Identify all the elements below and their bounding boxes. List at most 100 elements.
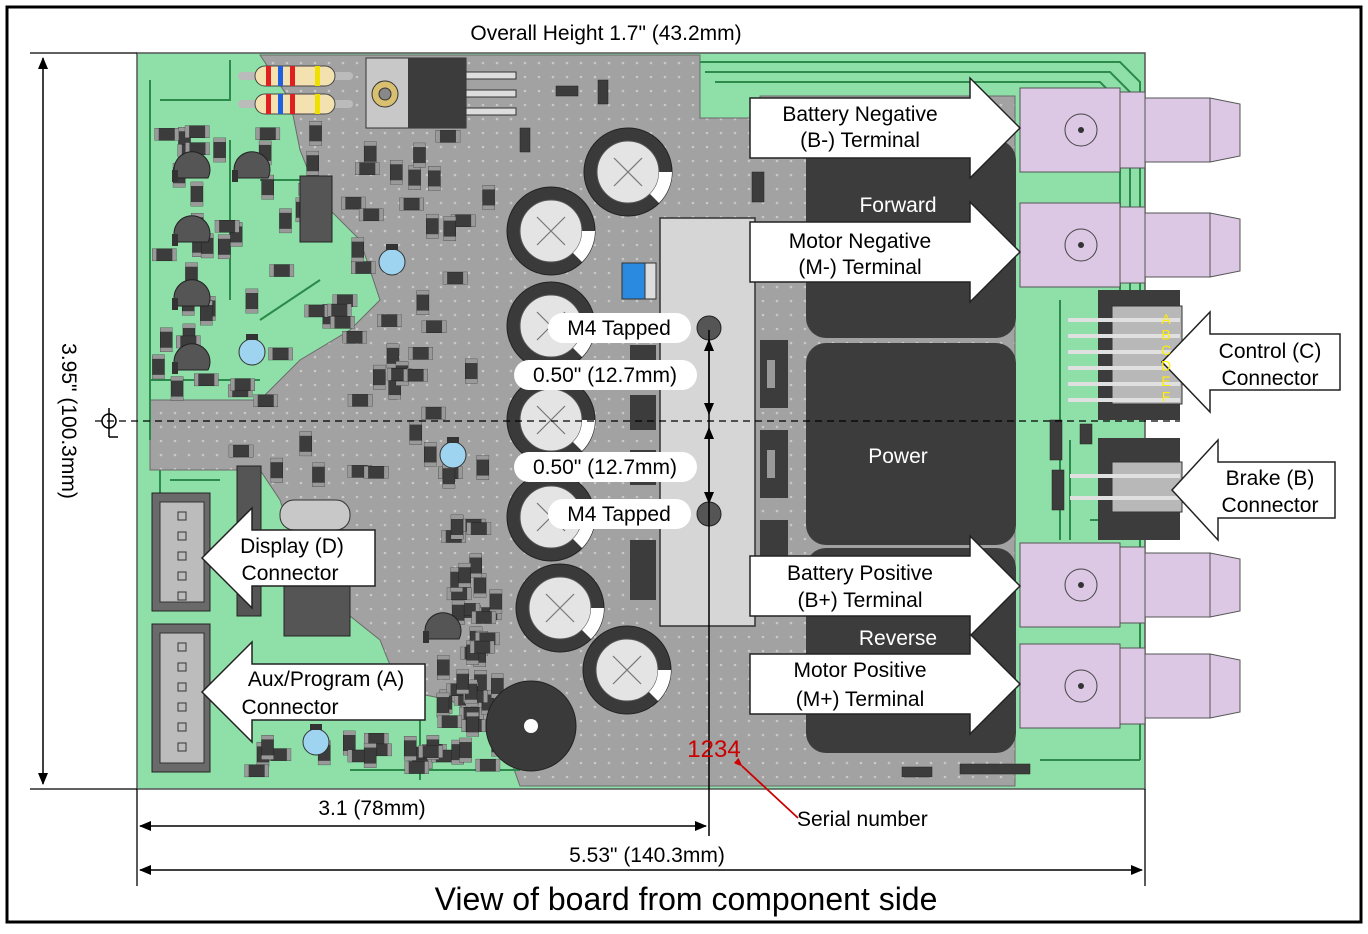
smd-part bbox=[519, 127, 531, 153]
capacitor bbox=[506, 186, 596, 276]
heatsink-bar bbox=[659, 217, 756, 627]
terminal-lug bbox=[1019, 202, 1241, 288]
smd-part bbox=[421, 406, 446, 420]
capacitor bbox=[583, 127, 673, 217]
smd-part bbox=[423, 442, 437, 467]
smd-part bbox=[377, 314, 402, 327]
serial-leader bbox=[733, 757, 799, 819]
svg-text:Brake (B): Brake (B) bbox=[1226, 467, 1315, 490]
smd-part bbox=[347, 394, 373, 407]
power-terminals bbox=[1019, 87, 1241, 729]
svg-text:(B+) Terminal: (B+) Terminal bbox=[797, 589, 922, 612]
m4-label-lower: M4 Tapped bbox=[548, 499, 691, 529]
transistor bbox=[232, 151, 271, 182]
centerline-symbol bbox=[101, 408, 118, 438]
svg-text:0.50" (12.7mm): 0.50" (12.7mm) bbox=[533, 456, 677, 479]
smd-part bbox=[408, 347, 433, 360]
smd-part bbox=[245, 288, 259, 314]
svg-text:Motor Negative: Motor Negative bbox=[789, 230, 931, 253]
brake-connector-arrow: Brake (B) Connector bbox=[1170, 438, 1336, 542]
smd-part bbox=[363, 743, 377, 768]
transistor bbox=[172, 279, 211, 310]
smd-part bbox=[299, 431, 312, 457]
smd-part bbox=[456, 669, 469, 695]
smd-part bbox=[351, 261, 376, 274]
hole-spacing-label-upper: 0.50" (12.7mm) bbox=[514, 360, 697, 390]
control-pin-letter: A bbox=[1161, 311, 1171, 327]
smd-part bbox=[482, 185, 495, 210]
smd-part bbox=[1049, 419, 1063, 461]
ceramic-capacitors bbox=[238, 244, 657, 756]
smd-part bbox=[475, 758, 501, 772]
smd-part bbox=[476, 455, 490, 480]
smd-part bbox=[404, 761, 429, 774]
smd-part bbox=[413, 142, 426, 168]
serial-number-value: 1234 bbox=[687, 736, 740, 763]
smd-part bbox=[358, 208, 384, 222]
smd-part bbox=[217, 234, 231, 260]
smd-part bbox=[459, 737, 472, 763]
smd-part bbox=[341, 196, 366, 210]
smd-part bbox=[443, 216, 457, 241]
smd-part bbox=[194, 373, 219, 387]
control-pin-letter: D bbox=[1161, 358, 1171, 374]
svg-text:(M+) Terminal: (M+) Terminal bbox=[796, 688, 925, 711]
capacitor bbox=[506, 375, 596, 465]
smd-part bbox=[154, 128, 180, 141]
transistor bbox=[172, 343, 211, 374]
smd-part bbox=[437, 715, 462, 728]
capacitor bbox=[582, 625, 672, 715]
smd-part bbox=[437, 655, 450, 680]
smd-part bbox=[597, 79, 609, 105]
regulator bbox=[365, 57, 517, 129]
smd-part bbox=[330, 316, 355, 329]
smd-part bbox=[428, 166, 441, 191]
overall-width-label: 5.53" (140.3mm) bbox=[569, 844, 725, 867]
svg-text:Connector: Connector bbox=[1222, 367, 1319, 390]
svg-text:Control (C): Control (C) bbox=[1219, 340, 1322, 363]
svg-text:0.50" (12.7mm): 0.50" (12.7mm) bbox=[533, 364, 677, 387]
smd-part bbox=[327, 303, 352, 317]
smd-part bbox=[409, 420, 423, 445]
smd-part bbox=[418, 745, 443, 758]
view-title: View of board from component side bbox=[435, 881, 938, 917]
smd-part bbox=[421, 320, 447, 333]
smd-part bbox=[1051, 469, 1065, 511]
smd-part bbox=[363, 466, 389, 479]
serial-number-caption: Serial number bbox=[797, 808, 928, 831]
smd-part bbox=[399, 197, 424, 211]
center-span-label: 3.1 (78mm) bbox=[318, 797, 425, 820]
smd-part bbox=[408, 165, 421, 190]
svg-text:Motor Positive: Motor Positive bbox=[793, 659, 926, 682]
smd-part bbox=[268, 347, 293, 361]
smd-part bbox=[184, 125, 210, 138]
motor-negative-arrow: Motor Negative (M-) Terminal bbox=[749, 200, 1022, 304]
board-height-label: 3.95" (100.3mm) bbox=[57, 343, 80, 499]
display-connector-arrow: Display (D) Connector bbox=[200, 506, 376, 610]
smd-part bbox=[403, 368, 428, 382]
transistors bbox=[172, 151, 462, 643]
smd-part bbox=[214, 220, 240, 233]
smd-part bbox=[279, 208, 292, 234]
smd-part bbox=[450, 514, 464, 540]
smd-part bbox=[190, 181, 204, 207]
smd-part bbox=[342, 331, 367, 344]
smd-part bbox=[270, 457, 283, 483]
smd-part bbox=[403, 736, 417, 761]
svg-text:Connector: Connector bbox=[242, 562, 339, 585]
smd-part bbox=[390, 160, 403, 185]
aux-connector-arrow: Aux/Program (A) Connector bbox=[200, 640, 426, 744]
smd-part bbox=[489, 589, 503, 614]
control-connector-arrow: Control (C) Connector bbox=[1160, 310, 1341, 414]
svg-text:M4 Tapped: M4 Tapped bbox=[567, 317, 671, 340]
svg-text:Battery Positive: Battery Positive bbox=[787, 562, 933, 585]
smd-part bbox=[230, 378, 255, 391]
svg-text:(M-) Terminal: (M-) Terminal bbox=[798, 256, 921, 279]
svg-text:Connector: Connector bbox=[1222, 494, 1319, 517]
smd-part bbox=[304, 304, 329, 318]
terminal-lug bbox=[1019, 87, 1241, 173]
smd-part bbox=[306, 150, 319, 176]
smd-part bbox=[469, 640, 495, 654]
overall-height-label: Overall Height 1.7" (43.2mm) bbox=[470, 22, 741, 45]
